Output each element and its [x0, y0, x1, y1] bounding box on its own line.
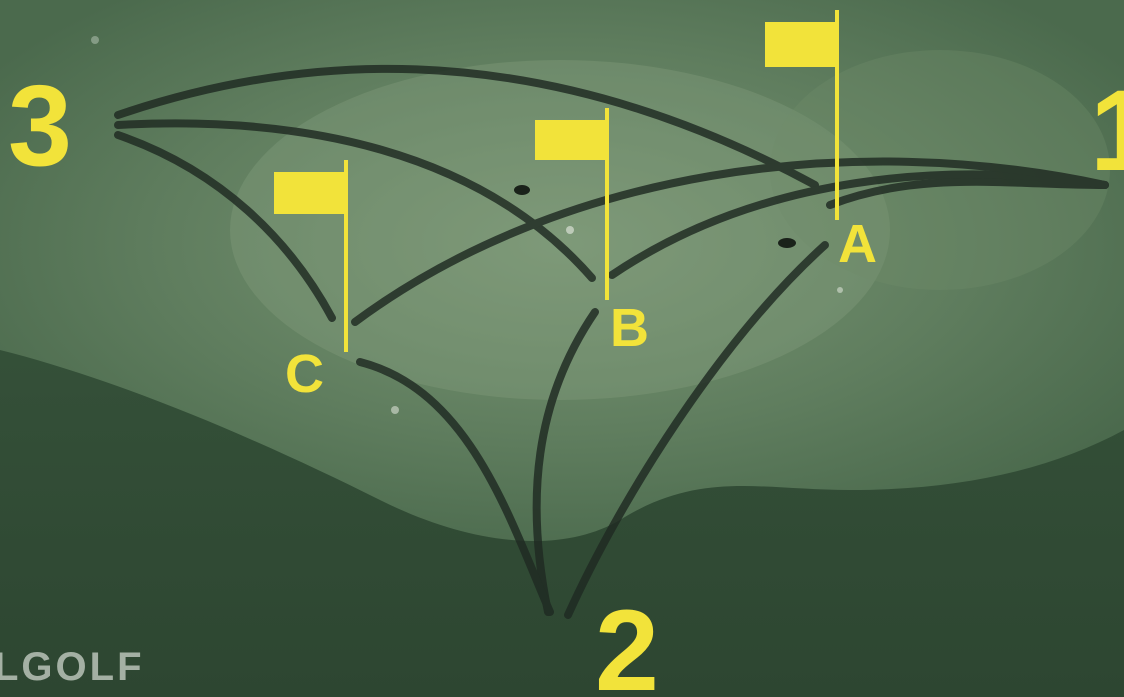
flag-b-pole [605, 108, 609, 300]
tee-label-1: 1 [1090, 67, 1124, 195]
ball-mark [837, 287, 843, 293]
flag-c-banner [274, 172, 344, 214]
ball-mark [566, 226, 574, 234]
pin-label-c: C [285, 344, 324, 404]
flag-c-pole [344, 160, 348, 352]
ball-mark [391, 406, 399, 414]
tee-label-3: 3 [8, 62, 72, 190]
flag-b-banner [535, 120, 605, 160]
flag-a-pole [835, 10, 839, 220]
pin-label-a: A [838, 214, 877, 274]
ball-mark [778, 238, 796, 248]
tee-label-2: 2 [595, 587, 659, 697]
flag-a-banner [765, 22, 835, 67]
watermark-text: LGOLF [0, 645, 145, 689]
ball-mark [514, 185, 530, 195]
ball-mark [91, 36, 99, 44]
green-highlight [230, 60, 890, 400]
pin-label-b: B [610, 298, 649, 358]
